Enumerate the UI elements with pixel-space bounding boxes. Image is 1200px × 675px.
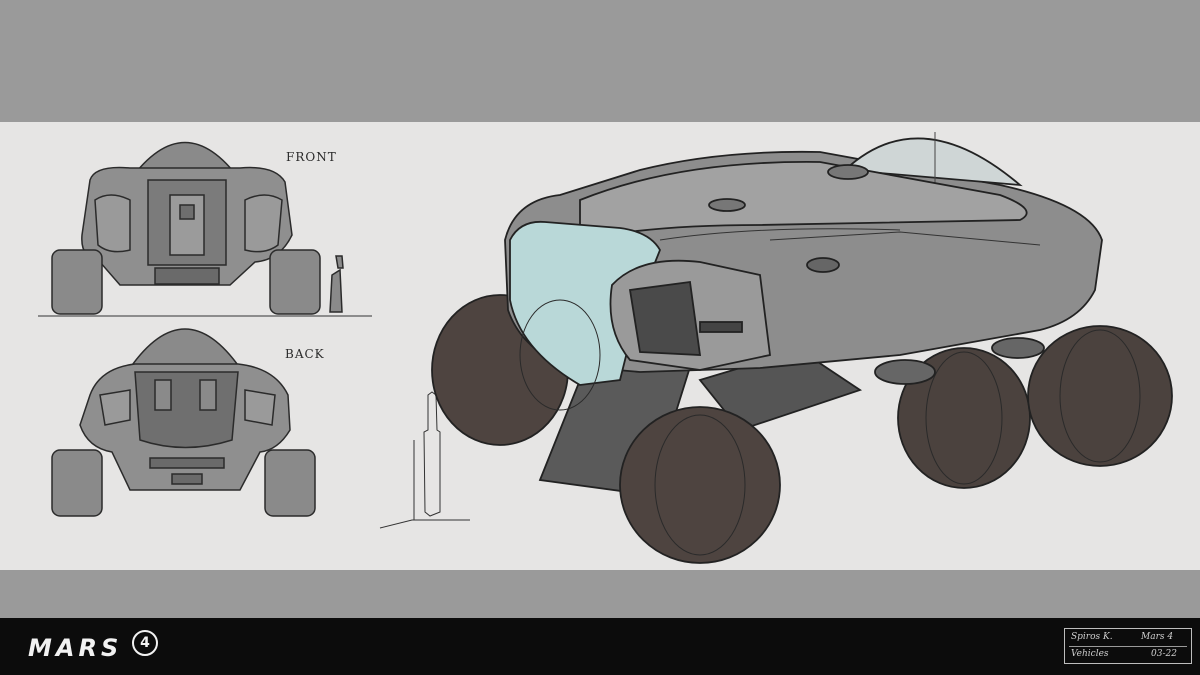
footer-bar xyxy=(0,618,1200,675)
mars4-logo-number: 4 xyxy=(132,630,158,656)
front-view-sketch xyxy=(38,141,372,317)
back-view-label: BACK xyxy=(285,347,325,361)
rover-main-sketch xyxy=(431,132,1173,564)
title-block-artist: Spiros K. xyxy=(1071,632,1113,642)
mars4-logo-text: MARS xyxy=(28,634,123,662)
title-block: Spiros K. Mars 4 Vehicles 03-22 xyxy=(1064,628,1192,664)
top-band xyxy=(0,0,1200,122)
bottom-band xyxy=(0,570,1200,618)
title-block-project: Mars 4 xyxy=(1141,632,1174,642)
title-block-category: Vehicles xyxy=(1071,649,1109,659)
title-block-date: 03-22 xyxy=(1151,649,1177,659)
back-view-sketch xyxy=(51,328,316,517)
title-block-divider xyxy=(1069,646,1187,647)
front-view-label: FRONT xyxy=(286,150,337,164)
